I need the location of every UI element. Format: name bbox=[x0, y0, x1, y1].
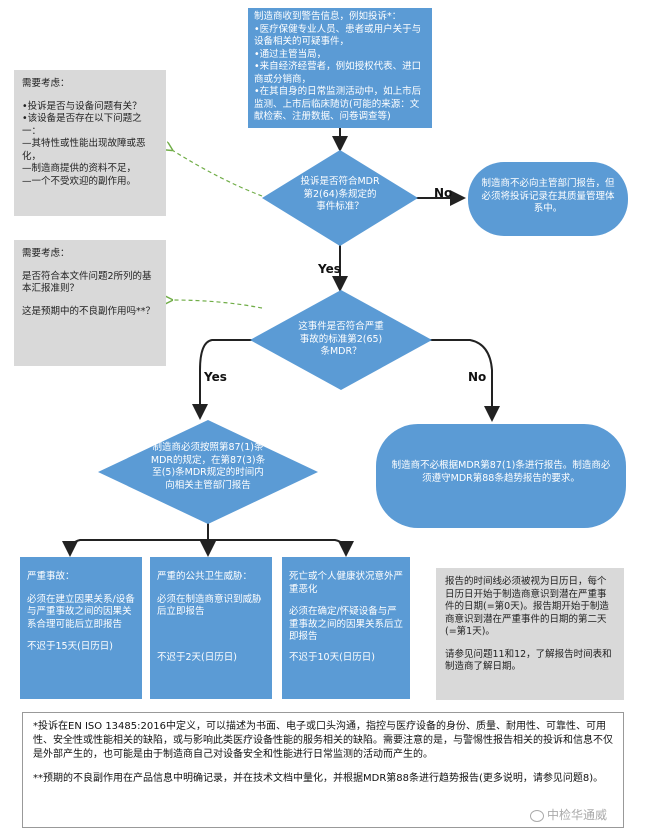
consider-box-1: 需要考虑： •投诉是否与设备问题有关？ •该设备是否存在以下问题之一： —其特性… bbox=[14, 70, 166, 216]
decision2-shape bbox=[250, 290, 432, 390]
watermark-text: 中检华通威 bbox=[547, 808, 608, 822]
dashed-link-consider2 bbox=[172, 300, 263, 309]
incoming-line-3: •来自经济经营者，例如授权代表、进口商或分销商， bbox=[254, 61, 422, 85]
decision3-text: 制造商必须按照第87(1)条MDR的规定，在第87(3)条至(5)条MDR规定的… bbox=[150, 442, 266, 491]
decision2-text: 这事件是否符合严重事故的标准第2(65)条MDR？ bbox=[298, 321, 384, 357]
consider1-title: 需要考虑： bbox=[22, 78, 70, 89]
watermark: 中检华通威 bbox=[530, 806, 607, 823]
case-serious-incident: 严重事故： 必须在建立因果关系/设备与严重事故之间的因果关系合理可能后立即报告 … bbox=[20, 557, 142, 699]
case1-body: 必须在建立因果关系/设备与严重事故之间的因果关系合理可能后立即报告 bbox=[27, 593, 135, 630]
incoming-line-1: •医疗保健专业人员、患者或用户关于与设备相关的可疑事件， bbox=[254, 23, 422, 48]
case-death-deterioration: 死亡或个人健康状况意外严重恶化 必须在确定/怀疑设备与严重事故之间的因果关系后立… bbox=[282, 557, 410, 699]
no-report-box: 制造商不必向主管部门报告，但必须将投诉记录在其质量管理体系中。 bbox=[468, 162, 628, 236]
incoming-line-4: •在其自身的日常监测活动中，如上市后监测、上市后临床随访(可能的来源：文献检索、… bbox=[254, 86, 422, 122]
case1-limit: 不迟于15天(日历日) bbox=[27, 641, 114, 652]
consider2-p2: 这是预期中的不良副作用吗**？ bbox=[22, 305, 156, 317]
timeline-note-box: 报告的时间线必须被视为日历日，每个日历日开始于制造商意识到潜在严重事件的日期(=… bbox=[436, 568, 624, 700]
no-report-text: 制造商不必向主管部门报告，但必须将投诉记录在其质量管理体系中。 bbox=[481, 178, 615, 214]
timeline-note-p2: 请参见问题11和12，了解报告时间表和制造商了解日期。 bbox=[445, 648, 612, 673]
consider1-body: •投诉是否与设备问题有关？ •该设备是否存在以下问题之一： —其特性或性能出现故… bbox=[22, 100, 146, 187]
consider2-title: 需要考虑： bbox=[22, 248, 70, 259]
decision2-no-label: No bbox=[468, 370, 487, 384]
dashed-link-consider1 bbox=[172, 150, 263, 197]
timeline-note-p1: 报告的时间线必须被视为日历日，每个日历日开始于制造商意识到潜在严重事件的日期(=… bbox=[445, 576, 609, 637]
arrow-branch-left bbox=[62, 539, 208, 557]
incoming-complaint-box: 制造商收到警告信息，例如投诉*： •医疗保健专业人员、患者或用户关于与设备相关的… bbox=[248, 8, 432, 128]
arrow-branch-right bbox=[208, 539, 354, 557]
case3-title: 死亡或个人健康状况意外严重恶化 bbox=[289, 571, 404, 595]
incoming-line-2: •通过主管当局， bbox=[254, 48, 327, 60]
case3-limit: 不迟于10天(日历日) bbox=[289, 651, 376, 663]
wechat-icon bbox=[530, 809, 544, 822]
footnote-complaint: *投诉在EN ISO 13485:2016中定义，可以描述为书面、电子或口头沟通… bbox=[33, 721, 613, 760]
consider-box-2: 需要考虑： 是否符合本文件问题2所列的基本汇报准则？ 这是预期中的不良副作用吗*… bbox=[14, 240, 166, 366]
incoming-line-0: 制造商收到警告信息，例如投诉*： bbox=[254, 11, 402, 22]
decision1-no-label: No bbox=[434, 186, 453, 200]
decision-report-deadline: 制造商必须按照第87(1)条MDR的规定，在第87(3)条至(5)条MDR规定的… bbox=[98, 420, 318, 524]
case2-limit: 不迟于2天(日历日) bbox=[157, 651, 237, 663]
decision1-text: 投诉是否符合MDR第2(64)条规定的事件标准？ bbox=[300, 176, 380, 212]
decision1-shape bbox=[262, 150, 418, 246]
case-public-health-threat: 严重的公共卫生威胁： 必须在制造商意识到威胁后立即报告 不迟于2天(日历日) bbox=[150, 557, 272, 699]
arrow-decision2-yes bbox=[192, 339, 252, 420]
case1-title: 严重事故： bbox=[27, 571, 75, 582]
decision3-shape bbox=[98, 420, 318, 524]
case2-title: 严重的公共卫生威胁： bbox=[157, 571, 253, 582]
decision2-yes-label: Yes bbox=[204, 370, 227, 384]
decision1-yes-label: Yes bbox=[318, 262, 341, 276]
trend-report-text: 制造商不必根据MDR第87(1)条进行报告。制造商必须遵守MDR第88条趋势报告… bbox=[391, 460, 611, 484]
case3-body: 必须在确定/怀疑设备与严重事故之间的因果关系后立即报告 bbox=[289, 606, 404, 642]
decision-incident-criteria: 投诉是否符合MDR第2(64)条规定的事件标准？ bbox=[262, 150, 418, 246]
footnotes-box: *投诉在EN ISO 13485:2016中定义，可以描述为书面、电子或口头沟通… bbox=[22, 712, 624, 828]
consider2-p1: 是否符合本文件问题2所列的基本汇报准则？ bbox=[22, 270, 152, 295]
decision-serious-incident: 这事件是否符合严重事故的标准第2(65)条MDR？ bbox=[250, 290, 432, 390]
trend-report-box: 制造商不必根据MDR第87(1)条进行报告。制造商必须遵守MDR第88条趋势报告… bbox=[376, 424, 626, 528]
arrow-decision2-no bbox=[430, 339, 500, 422]
footnote-expected-side-effect: **预期的不良副作用在产品信息中明确记录，并在技术文档中量化，并根据MDR第88… bbox=[33, 773, 604, 784]
case2-body: 必须在制造商意识到威胁后立即报告 bbox=[157, 593, 262, 618]
